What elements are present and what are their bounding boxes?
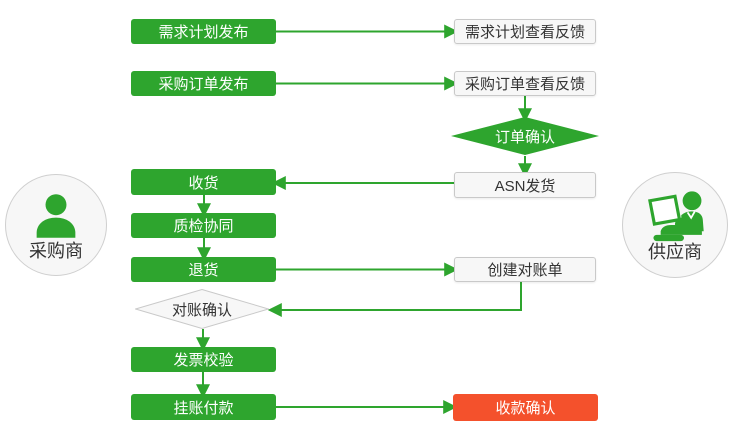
node-label: 对账确认	[171, 301, 232, 319]
person-laptop-icon	[648, 190, 704, 241]
actor-buyer: 采购商	[5, 174, 107, 276]
node-label: 退货	[188, 262, 219, 279]
actor-supplier-label: 供应商	[648, 241, 702, 262]
node-label: 发票校验	[173, 352, 234, 369]
node-demand-plan-publish: 需求计划发布	[131, 19, 276, 44]
node-label: 采购订单发布	[158, 76, 249, 93]
node-label: 需求计划查看反馈	[464, 24, 585, 41]
diamond-shape	[451, 117, 599, 155]
node-label: 收货	[188, 174, 219, 192]
node-order-confirm: 订单确认	[451, 117, 599, 155]
node-return-goods: 退货	[131, 257, 276, 282]
node-book-payment: 挂账付款	[131, 394, 276, 420]
node-po-feedback: 采购订单查看反馈	[454, 71, 596, 96]
node-invoice-verify: 发票校验	[131, 347, 276, 372]
connector-statement-to-confirm	[267, 282, 522, 317]
node-demand-plan-feedback: 需求计划查看反馈	[454, 19, 596, 44]
node-po-publish: 采购订单发布	[131, 71, 276, 96]
node-create-statement: 创建对账单	[454, 257, 596, 282]
node-receive-goods: 收货	[131, 169, 276, 195]
node-asn-ship: ASN发货	[454, 172, 596, 198]
person-icon	[36, 193, 76, 238]
diamond-shape	[135, 289, 269, 329]
node-label: ASN发货	[494, 177, 556, 195]
node-label: 挂账付款	[173, 399, 234, 417]
node-statement-confirm: 对账确认	[135, 289, 269, 329]
node-label: 创建对账单	[487, 262, 563, 279]
actor-buyer-label: 采购商	[29, 240, 83, 261]
actor-supplier: 供应商	[622, 172, 728, 278]
node-quality-collab: 质检协同	[131, 213, 276, 238]
node-receipt-confirm: 收款确认	[453, 394, 598, 421]
node-label: 收款确认	[495, 400, 556, 417]
node-label: 订单确认	[494, 128, 555, 146]
node-label: 采购订单查看反馈	[464, 76, 585, 93]
node-label: 需求计划发布	[158, 24, 249, 41]
node-label: 质检协同	[173, 218, 234, 235]
